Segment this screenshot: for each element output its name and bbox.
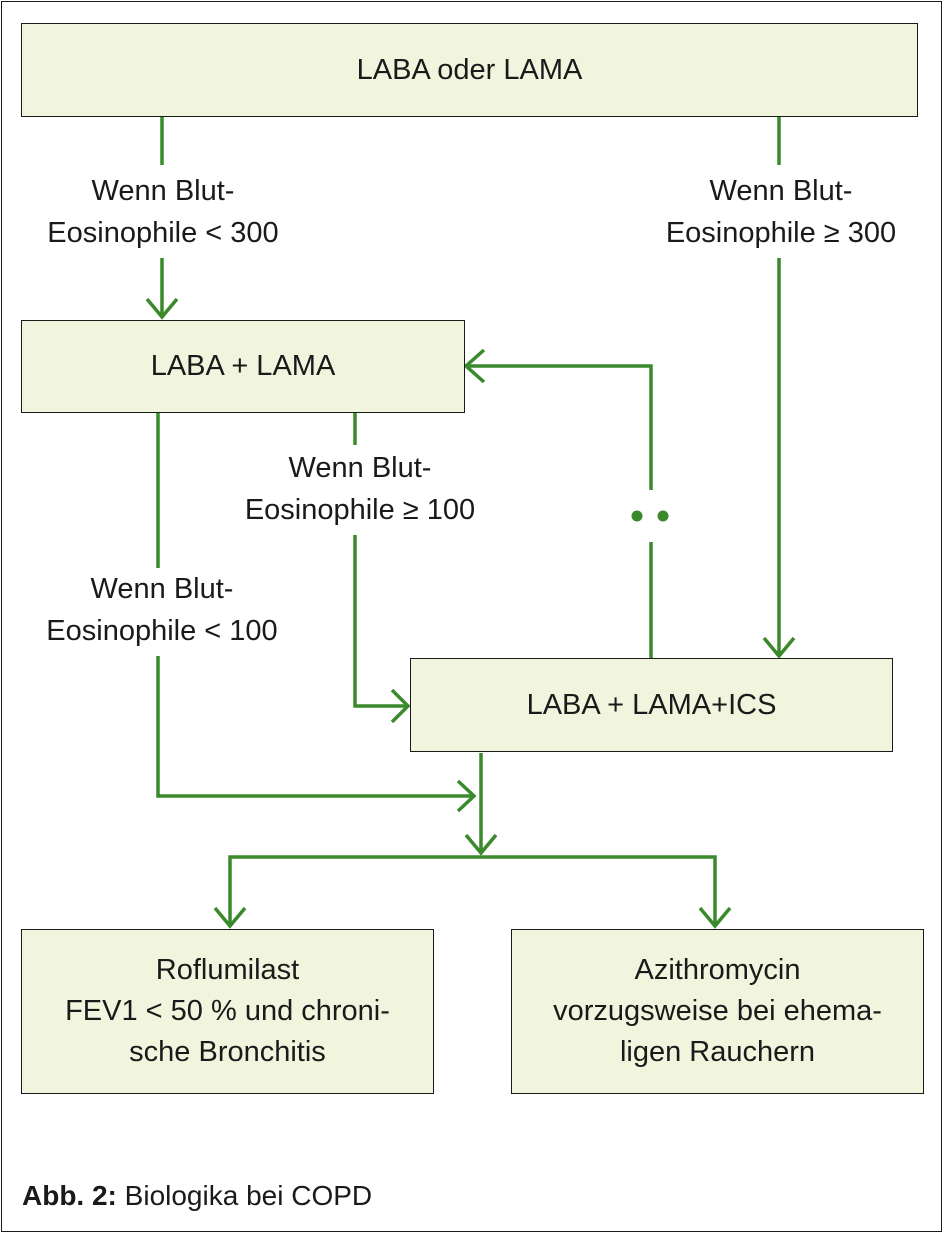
edge-label-eos-lt-300: Wenn Blut- Eosinophile < 300 — [22, 170, 304, 254]
edge-label-line: Wenn Blut- — [91, 175, 235, 207]
edge-label-eos-ge-300: Wenn Blut- Eosinophile ≥ 300 — [640, 170, 922, 254]
connector-middle-to-triple — [353, 413, 408, 708]
box-laba-oder-lama: LABA oder LAMA — [21, 23, 918, 117]
edge-label-line: Eosinophile ≥ 300 — [665, 217, 897, 249]
caption-label: Abb. 2: — [22, 1180, 117, 1211]
box-roflumilast: Roflumilast FEV1 < 50 % und chroni- sche… — [21, 929, 434, 1094]
arrowhead-roflumilast — [213, 906, 247, 929]
connector-triple-to-middle — [466, 364, 653, 658]
arrowhead-middle — [145, 297, 179, 320]
figure-caption: Abb. 2: Biologika bei COPD — [22, 1180, 372, 1212]
edge-label-eos-ge-100: Wenn Blut- Eosinophile ≥ 100 — [220, 447, 500, 531]
box-line: Roflumilast — [155, 954, 300, 986]
box-laba-lama: LABA + LAMA — [21, 320, 465, 413]
box-laba-lama-ics: LABA + LAMA+ICS — [410, 658, 893, 752]
box-line: sche Bronchitis — [129, 1036, 326, 1068]
arrowhead-merge — [456, 779, 477, 813]
box-label: LABA + LAMA — [150, 350, 336, 382]
box-label: LABA oder LAMA — [356, 53, 583, 86]
arrowhead-azithromycin — [698, 906, 732, 929]
arrowhead-down — [464, 833, 498, 856]
caption-text: Biologika bei COPD — [124, 1180, 373, 1211]
connector-split — [228, 855, 717, 926]
edge-label-line: Eosinophile < 300 — [47, 217, 279, 249]
edge-label-line: Eosinophile ≥ 100 — [244, 494, 476, 526]
edge-label-line: Wenn Blut- — [288, 452, 432, 484]
connector-middle-down — [156, 413, 474, 798]
edge-label-line: Wenn Blut- — [709, 175, 853, 207]
arrowhead-triple-left — [390, 688, 411, 724]
box-line: ligen Rauchern — [619, 1036, 816, 1068]
box-label: LABA + LAMA+ICS — [526, 688, 777, 721]
arrowhead-triple-top — [762, 636, 796, 659]
dot-marker — [631, 510, 643, 522]
edge-label-line: Wenn Blut- — [90, 573, 234, 605]
dot-marker — [657, 510, 669, 522]
box-line: vorzugsweise bei ehema- — [553, 995, 882, 1027]
box-azithromycin: Azithromycin vorzugsweise bei ehema- lig… — [511, 929, 924, 1094]
edge-label-line: Eosinophile < 100 — [46, 615, 278, 647]
arrowhead-middle-right — [463, 348, 486, 384]
edge-label-eos-lt-100: Wenn Blut- Eosinophile < 100 — [22, 568, 302, 652]
box-line: FEV1 < 50 % und chroni- — [65, 995, 390, 1027]
box-line: Azithromycin — [634, 954, 801, 986]
